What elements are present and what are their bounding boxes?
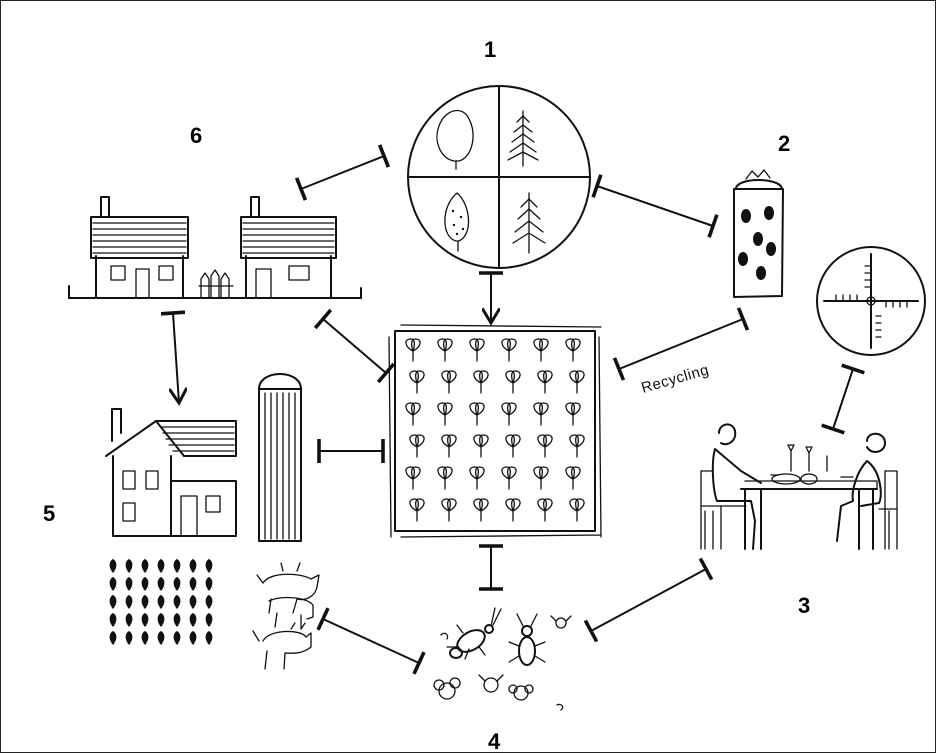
plant-icon bbox=[534, 467, 548, 489]
plant-icon bbox=[442, 499, 456, 521]
plant-icon bbox=[566, 467, 580, 489]
crop-plant-icon bbox=[158, 631, 165, 645]
crop-plant-icon bbox=[158, 595, 165, 609]
plant-icon bbox=[506, 435, 520, 457]
grain-silo bbox=[259, 374, 301, 541]
crop-plant-icon bbox=[110, 631, 117, 645]
plant-icon bbox=[410, 371, 424, 393]
plant-icon bbox=[538, 499, 552, 521]
crop-plant-icon bbox=[126, 613, 133, 627]
crop-plant-icon bbox=[206, 631, 213, 645]
plant-icon bbox=[566, 403, 580, 425]
crop-plant-icon bbox=[190, 631, 197, 645]
plant-icon bbox=[406, 403, 420, 425]
plant-icon bbox=[538, 371, 552, 393]
label-2: 2 bbox=[778, 131, 790, 156]
round-tree-icon bbox=[445, 193, 469, 251]
crop-field bbox=[389, 325, 601, 537]
plant-icon bbox=[538, 435, 552, 457]
crop-plant-icon bbox=[174, 577, 181, 591]
plant-icon bbox=[470, 403, 484, 425]
forest-circle bbox=[408, 86, 590, 268]
plant-icon bbox=[438, 339, 452, 361]
plant-icon bbox=[534, 339, 548, 361]
crop-plant-icon bbox=[142, 559, 149, 573]
insects-icon bbox=[434, 608, 571, 710]
crop-plant-icon bbox=[126, 577, 133, 591]
crop-plant-icon bbox=[142, 595, 149, 609]
plant-icon bbox=[442, 435, 456, 457]
crop-plant-icon bbox=[206, 577, 213, 591]
label-6: 6 bbox=[190, 123, 202, 148]
label-4: 4 bbox=[488, 729, 501, 754]
recycling-bin-icon bbox=[734, 170, 783, 297]
pine-tree-icon bbox=[508, 111, 538, 166]
dining-people-icon bbox=[701, 424, 897, 549]
deciduous-tree-icon bbox=[437, 111, 473, 169]
crop-plant-icon bbox=[158, 559, 165, 573]
crop-plant-icon bbox=[190, 577, 197, 591]
cows-icon bbox=[253, 563, 319, 669]
plant-icon bbox=[474, 499, 488, 521]
plant-icon bbox=[534, 403, 548, 425]
crop-plant-icon bbox=[126, 559, 133, 573]
plant-icon bbox=[438, 403, 452, 425]
plant-icon bbox=[442, 371, 456, 393]
crop-plant-icon bbox=[174, 613, 181, 627]
plant-icon bbox=[474, 371, 488, 393]
crop-plant-icon bbox=[142, 577, 149, 591]
crop-plant-icon bbox=[110, 577, 117, 591]
plant-icon bbox=[506, 371, 520, 393]
crop-rows bbox=[110, 559, 213, 645]
crop-plant-icon bbox=[206, 595, 213, 609]
crop-plant-icon bbox=[142, 631, 149, 645]
recycling-label: Recycling bbox=[639, 361, 711, 397]
plant-icon bbox=[566, 339, 580, 361]
crop-plant-icon bbox=[126, 595, 133, 609]
plant-icon bbox=[470, 467, 484, 489]
crop-plant-icon bbox=[126, 631, 133, 645]
crop-plant-icon bbox=[110, 559, 117, 573]
plant-icon bbox=[502, 403, 516, 425]
plant-icon bbox=[570, 371, 584, 393]
label-1: 1 bbox=[484, 37, 496, 62]
plant-icon bbox=[410, 499, 424, 521]
crop-plant-icon bbox=[174, 559, 181, 573]
plant-icon bbox=[506, 499, 520, 521]
crop-plant-icon bbox=[174, 595, 181, 609]
crop-plant-icon bbox=[158, 577, 165, 591]
plant-icon bbox=[502, 467, 516, 489]
farmhouse bbox=[106, 409, 236, 536]
plant-icon bbox=[470, 339, 484, 361]
plant-icon bbox=[570, 435, 584, 457]
plant-icon bbox=[474, 435, 488, 457]
plant-icon bbox=[570, 499, 584, 521]
crop-plant-icon bbox=[190, 595, 197, 609]
spruce-tree-icon bbox=[513, 193, 545, 253]
plant-icon bbox=[406, 339, 420, 361]
plant-icon bbox=[410, 435, 424, 457]
crop-plant-icon bbox=[190, 613, 197, 627]
village-houses bbox=[69, 197, 361, 298]
crop-plant-icon bbox=[206, 559, 213, 573]
crop-plant-icon bbox=[110, 613, 117, 627]
crop-plant-icon bbox=[206, 613, 213, 627]
crop-plant-icon bbox=[190, 559, 197, 573]
plant-icon bbox=[438, 467, 452, 489]
crop-plant-icon bbox=[110, 595, 117, 609]
crop-plant-icon bbox=[158, 613, 165, 627]
label-5: 5 bbox=[43, 501, 55, 526]
compass-circle bbox=[817, 247, 925, 355]
connector-arrows bbox=[173, 156, 853, 663]
crop-plant-icon bbox=[142, 613, 149, 627]
crop-plant-icon bbox=[174, 631, 181, 645]
plant-icon bbox=[406, 467, 420, 489]
label-3: 3 bbox=[798, 593, 810, 618]
plant-icon bbox=[502, 339, 516, 361]
